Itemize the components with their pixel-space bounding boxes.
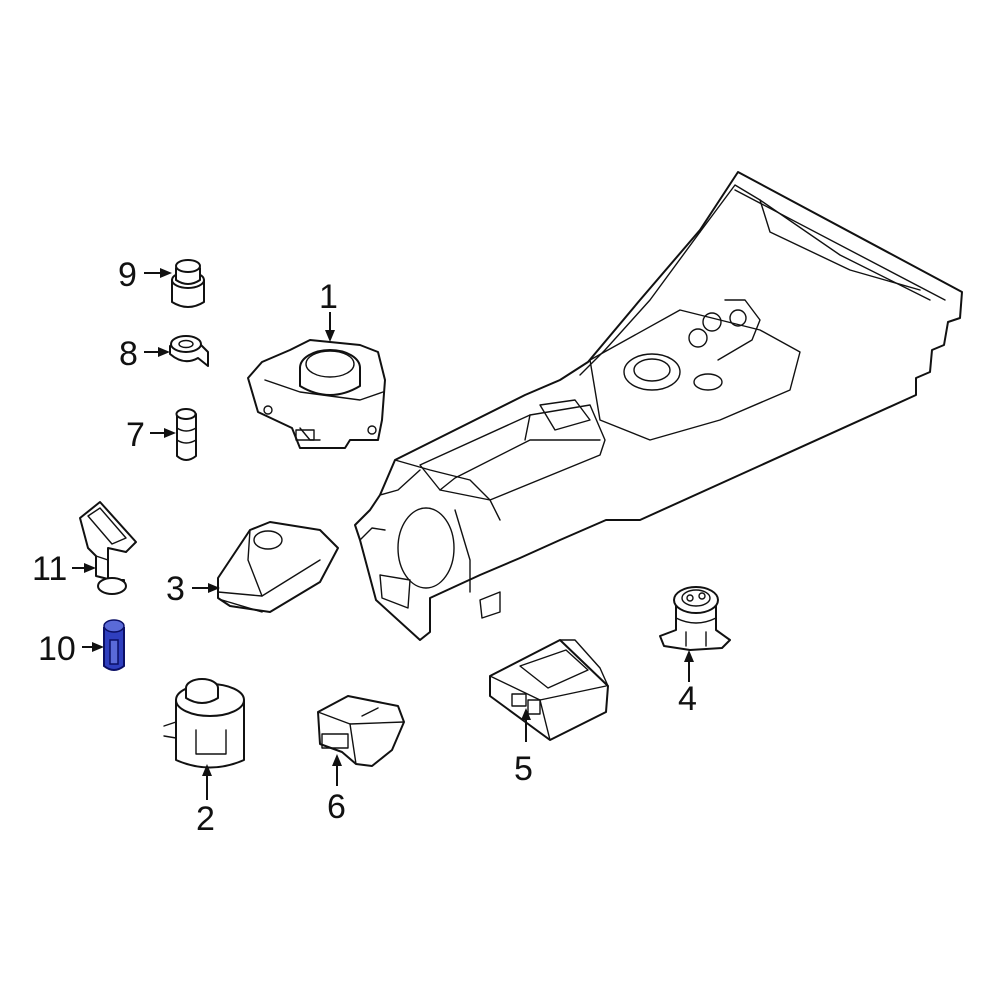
- callout-7: 7: [126, 416, 145, 454]
- callout-11: 11: [32, 550, 67, 588]
- callout-5: 5: [514, 750, 533, 788]
- part-6-switch-block: [317, 695, 405, 767]
- part-2-switch: [163, 678, 245, 769]
- callout-4: 4: [678, 680, 697, 718]
- callout-labels: 1 2 3 4 5 6 7 8 9 10 11: [32, 256, 697, 838]
- part-4-start-switch: [659, 586, 731, 651]
- callout-6: 6: [327, 788, 346, 826]
- callout-10: 10: [38, 630, 76, 668]
- callout-1: 1: [319, 278, 338, 316]
- callout-arrows: [72, 268, 694, 800]
- part-7-cylinder: [175, 408, 197, 461]
- callout-3: 3: [166, 570, 185, 608]
- callout-2: 2: [196, 800, 215, 838]
- part-8-ring: [169, 335, 209, 367]
- callout-9: 9: [118, 256, 137, 294]
- part-5-module: [489, 639, 609, 741]
- part-3-selector: [217, 521, 339, 613]
- center-console: [354, 171, 963, 641]
- part-11-bracket: [79, 501, 137, 595]
- part-1-controller: [247, 339, 386, 449]
- callout-8: 8: [119, 335, 138, 373]
- part-10-sleeve: [103, 619, 125, 671]
- part-9-cap: [171, 259, 205, 308]
